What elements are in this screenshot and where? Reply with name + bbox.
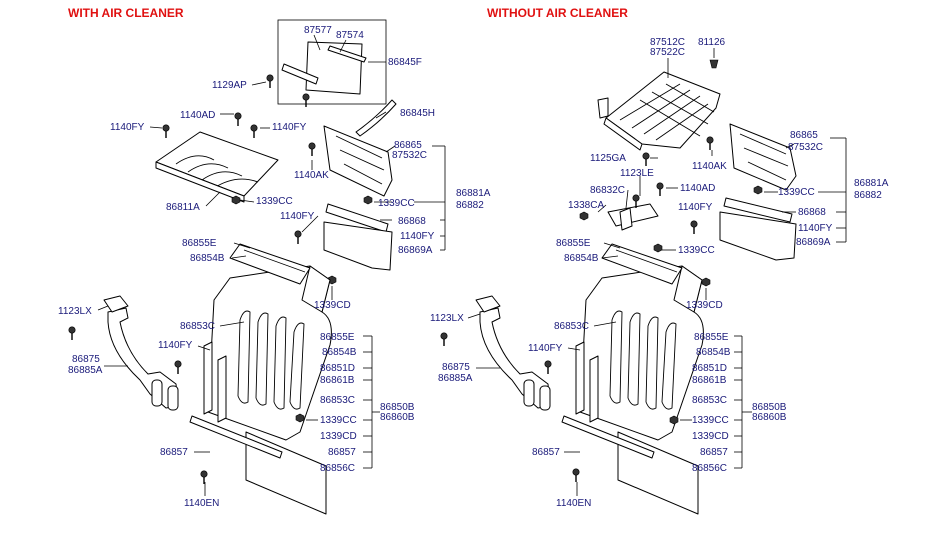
label-1125GA: 1125GA <box>590 153 626 164</box>
label-1339CD-b: 1339CD <box>692 431 729 442</box>
label-86845F: 86845F <box>388 57 422 68</box>
label-86856C: 86856C <box>692 463 727 474</box>
label-86851D: 86851D <box>692 363 727 374</box>
label-86857-a: 86857 <box>532 447 560 458</box>
label-1140AK: 1140AK <box>692 161 727 172</box>
label-1339CC-b: 1339CC <box>678 245 715 256</box>
label-86860B: 86860B <box>752 412 787 423</box>
right-title: WITHOUT AIR CLEANER <box>487 6 628 20</box>
left-diagram: 87577 87574 86845F 1129AP 86845H 1140AD … <box>58 19 491 515</box>
label-1339CC-b: 1339CC <box>378 198 415 209</box>
label-87577: 87577 <box>304 25 332 36</box>
label-86881A: 86881A <box>854 178 889 189</box>
label-86854B-a: 86854B <box>564 253 599 264</box>
label-1140AD: 1140AD <box>180 110 215 121</box>
label-1140AK: 1140AK <box>294 170 329 181</box>
label-86875: 86875 <box>442 362 470 373</box>
label-86861B: 86861B <box>692 375 727 386</box>
label-86865: 86865 <box>790 130 818 141</box>
label-86869A: 86869A <box>398 245 433 256</box>
label-1339CD-a: 1339CD <box>686 300 723 311</box>
label-1140EN: 1140EN <box>556 498 591 509</box>
label-87532C: 87532C <box>392 150 427 161</box>
label-86853C-a: 86853C <box>554 321 589 332</box>
label-1129AP: 1129AP <box>212 80 247 91</box>
label-86850B: 86850B <box>752 402 787 413</box>
label-81126: 81126 <box>698 37 726 48</box>
label-86832C: 86832C <box>590 185 625 196</box>
label-1140FY-b: 1140FY <box>272 122 307 133</box>
label-86845H: 86845H <box>400 108 435 119</box>
side-guard-86865 <box>323 125 393 197</box>
skid-plate-87512C <box>597 71 721 151</box>
skid-plate-86811A <box>155 131 279 203</box>
label-1123LX: 1123LX <box>58 306 92 317</box>
label-86811A: 86811A <box>166 202 200 213</box>
label-87532C: 87532C <box>788 142 823 153</box>
label-86855E-b: 86855E <box>320 332 355 343</box>
label-1140AD: 1140AD <box>680 183 715 194</box>
label-86854B-b: 86854B <box>696 347 731 358</box>
label-86855E-a: 86855E <box>182 238 217 249</box>
label-86868: 86868 <box>798 207 826 218</box>
label-86875: 86875 <box>72 354 100 365</box>
label-86856C: 86856C <box>320 463 355 474</box>
label-1140FY-c: 1140FY <box>528 343 563 354</box>
label-86869A: 86869A <box>796 237 831 248</box>
label-1140FY-a: 1140FY <box>110 122 145 133</box>
label-1339CD-b: 1339CD <box>320 431 357 442</box>
label-1140FY-d: 1140FY <box>400 231 435 242</box>
label-1338CA: 1338CA <box>568 200 604 211</box>
label-86885A: 86885A <box>68 365 103 376</box>
label-86861B: 86861B <box>320 375 355 386</box>
label-86882: 86882 <box>854 190 882 201</box>
label-87522C: 87522C <box>650 47 685 58</box>
label-1123LE: 1123LE <box>620 168 654 179</box>
label-1140FY-e: 1140FY <box>158 340 193 351</box>
label-86855E-a: 86855E <box>556 238 591 249</box>
label-86853C-b: 86853C <box>320 395 355 406</box>
label-1140FY-c: 1140FY <box>280 211 315 222</box>
label-86854B-a: 86854B <box>190 253 225 264</box>
label-86860B: 86860B <box>380 412 415 423</box>
label-1140FY-b: 1140FY <box>798 223 833 234</box>
label-1140EN: 1140EN <box>184 498 219 509</box>
label-86865: 86865 <box>394 140 422 151</box>
label-86881A: 86881A <box>456 188 491 199</box>
label-1339CD-a: 1339CD <box>314 300 351 311</box>
label-87574: 87574 <box>336 30 364 41</box>
label-86851D: 86851D <box>320 363 355 374</box>
label-86854B-b: 86854B <box>322 347 357 358</box>
label-86868: 86868 <box>398 216 426 227</box>
label-86882: 86882 <box>456 200 484 211</box>
label-86857-a: 86857 <box>160 447 188 458</box>
label-87512C: 87512C <box>650 37 685 48</box>
label-86853C-a: 86853C <box>180 321 215 332</box>
label-86857-b: 86857 <box>328 447 356 458</box>
label-86855E-b: 86855E <box>694 332 729 343</box>
label-86857-b: 86857 <box>700 447 728 458</box>
label-1339CC-c: 1339CC <box>320 415 357 426</box>
label-1339CC-a: 1339CC <box>256 196 293 207</box>
label-86853C-b: 86853C <box>692 395 727 406</box>
label-86885A: 86885A <box>438 373 473 384</box>
label-1123LX: 1123LX <box>430 313 464 324</box>
right-diagram: 87512C 87522C 81126 86865 87532C 1125GA … <box>430 37 889 515</box>
label-86850B: 86850B <box>380 402 415 413</box>
left-title: WITH AIR CLEANER <box>68 6 184 20</box>
label-1140FY-a: 1140FY <box>678 202 713 213</box>
label-1339CC-a: 1339CC <box>778 187 815 198</box>
label-1339CC-c: 1339CC <box>692 415 729 426</box>
